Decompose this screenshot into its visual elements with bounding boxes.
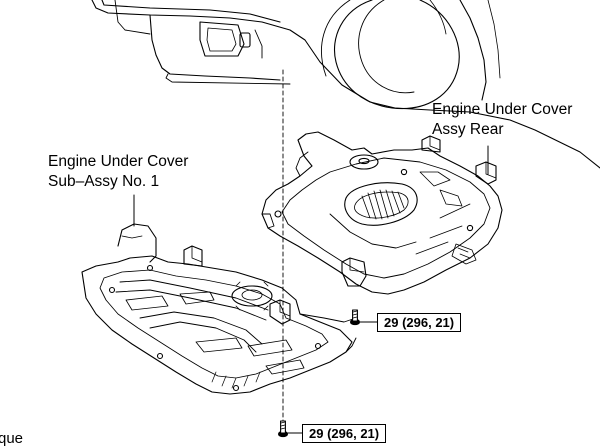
vehicle-front-body — [92, 0, 600, 168]
label-front-line-2: Sub–Assy No. 1 — [48, 173, 160, 190]
label-engine-under-cover-assy-rear: Engine Under Cover Assy Rear — [432, 100, 572, 140]
rear-cover-bolt-icon — [351, 310, 360, 325]
label-rear-line-1: Engine Under Cover — [432, 101, 573, 118]
front-cover-bolt-icon — [279, 421, 288, 437]
bumper-grille-opening — [115, 0, 262, 58]
torque-spec-front-bolt: 29 (296, 21) — [302, 424, 387, 443]
front-wheel — [321, 0, 459, 109]
engine-under-cover-sub-assy-no-1 — [82, 224, 356, 394]
torque-spec-rear-bolt: 29 (296, 21) — [377, 313, 462, 332]
label-rear-line-2: Assy Rear — [432, 121, 504, 138]
wheel-arch-liner — [460, 0, 500, 100]
engine-under-cover-rear — [262, 132, 502, 294]
fog-lamp — [200, 22, 250, 56]
cropped-corner-text: que — [0, 430, 24, 447]
label-front-line-1: Engine Under Cover — [48, 153, 189, 170]
label-engine-under-cover-sub-assy-no-1: Engine Under Cover Sub–Assy No. 1 — [48, 152, 188, 192]
